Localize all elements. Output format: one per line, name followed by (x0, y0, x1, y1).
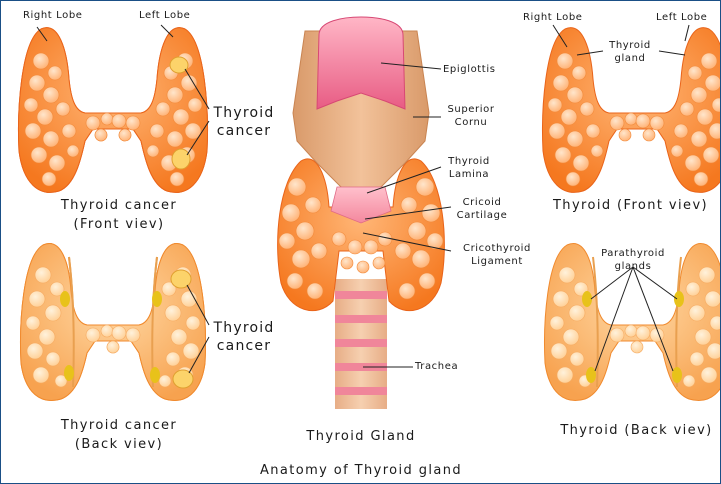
parathyroid-dot (150, 367, 160, 383)
pointer-line (633, 267, 673, 371)
pointer-line (659, 51, 685, 55)
caption-thyroid-back: Thyroid (Back viev) (553, 421, 720, 440)
label-thyroid-gland: Thyroid gland (601, 39, 659, 65)
label-left-lobe: Left Lobe (139, 9, 190, 22)
parathyroid-dot (582, 291, 592, 307)
parathyroid-dot (152, 291, 162, 307)
larynx-thyroid-figure (278, 17, 451, 409)
label-right-lobe: Right Lobe (23, 9, 83, 22)
parathyroid-dot (586, 367, 596, 383)
parathyroid-dot (674, 291, 684, 307)
pointer-line (685, 25, 689, 41)
cancer-nodule-upper (171, 270, 191, 288)
cancer-nodule-lower (172, 149, 190, 169)
cancer-nodule-upper (170, 57, 188, 73)
thyroid-cancer-back-figure (21, 244, 209, 401)
label-epiglottis: Epiglottis (443, 63, 496, 76)
label-parathyroid-glands: Parathyroid glands (595, 247, 671, 273)
parathyroid-dot (672, 367, 682, 383)
label-right-lobe: Right Lobe (523, 11, 583, 24)
label-cricothyroid-ligament: Cricothyroid Ligament (453, 242, 541, 268)
parathyroid-dot (64, 365, 74, 381)
caption-thyroid-gland: Thyroid Gland (271, 427, 451, 446)
cancer-nodule-lower (173, 370, 193, 388)
label-left-lobe: Left Lobe (656, 11, 707, 24)
caption-thyroid-front: Thyroid (Front viev) (541, 196, 720, 215)
caption-thyroid-cancer-back: Thyroid cancer (Back viev) (19, 416, 219, 454)
parathyroid-dot (60, 291, 70, 307)
label-thyroid-cancer-front: Thyroid cancer (209, 104, 279, 140)
diagram-title: Anatomy of Thyroid gland (221, 461, 501, 480)
thyroid-cancer-front-figure (19, 25, 209, 192)
label-trachea: Trachea (415, 360, 458, 373)
label-superior-cornu: Superior Cornu (441, 103, 501, 129)
label-cricoid-cartilage: Cricoid Cartilage (449, 196, 515, 222)
label-thyroid-lamina: Thyroid Lamina (441, 155, 497, 181)
label-thyroid-cancer-back: Thyroid cancer (209, 319, 279, 355)
caption-thyroid-cancer-front: Thyroid cancer (Front viev) (19, 196, 219, 234)
